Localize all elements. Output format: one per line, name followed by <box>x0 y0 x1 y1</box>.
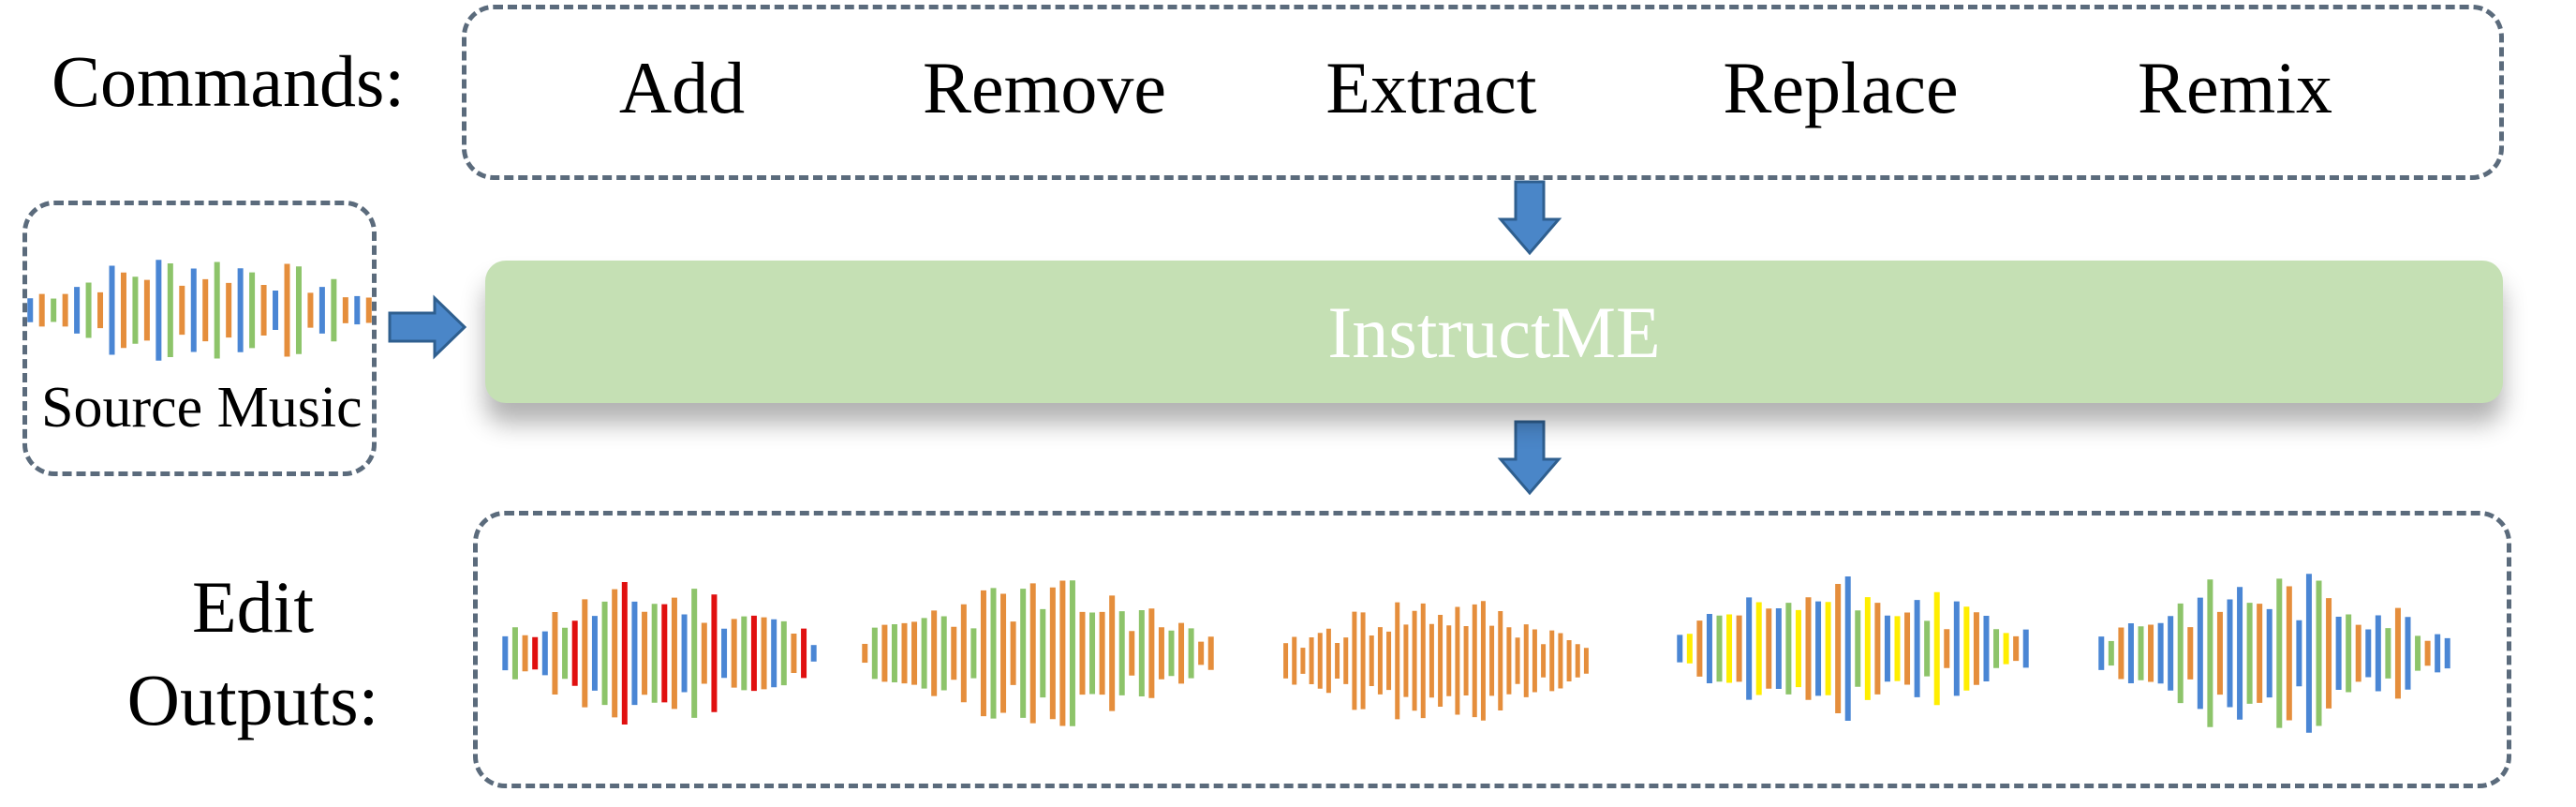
command-remove: Remove <box>923 47 1166 128</box>
replace-output-waveform-icon <box>1677 575 2029 722</box>
commands-label: Commands: <box>52 40 406 122</box>
arrow-right-icon <box>388 294 467 360</box>
model-label: InstructME <box>1327 291 1661 373</box>
command-add: Add <box>618 47 746 128</box>
source-waveform-icon <box>27 260 372 361</box>
command-extract: Extract <box>1325 47 1537 128</box>
remove-output-waveform-icon <box>862 580 1214 726</box>
arrow-down-icon <box>1497 180 1562 256</box>
remix-output-waveform-icon <box>2098 574 2450 733</box>
add-output-waveform-icon <box>502 582 817 725</box>
command-replace: Replace <box>1723 47 1959 128</box>
edit-outputs-line1: Edit <box>192 566 314 648</box>
edit-outputs-label: Edit Outputs: <box>56 560 450 746</box>
arrow-down-icon <box>1497 420 1562 496</box>
edit-outputs-box <box>473 511 2511 788</box>
source-music-box <box>22 201 377 476</box>
commands-box <box>462 5 2504 180</box>
source-music-label: Source Music <box>41 376 363 440</box>
extract-output-waveform-icon <box>1283 601 1589 721</box>
arrow-down-shape <box>1497 420 1562 496</box>
instructme-model-box: InstructME <box>485 261 2503 403</box>
command-remix: Remix <box>2138 47 2332 128</box>
arrow-down-shape <box>1497 180 1562 256</box>
arrow-right-shape <box>388 294 467 360</box>
edit-outputs-line2: Outputs: <box>126 659 379 741</box>
